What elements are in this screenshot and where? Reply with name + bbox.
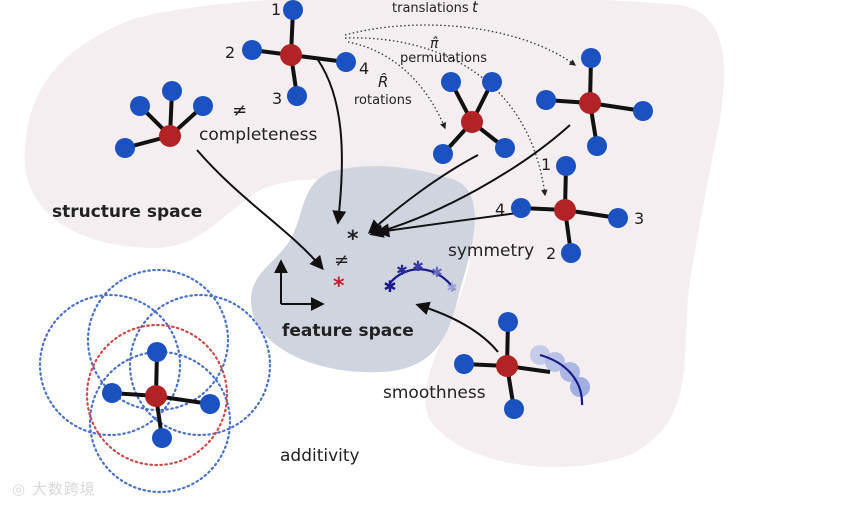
neq-symbol-top: ≠ — [232, 100, 247, 121]
arrow-right-molecule-to-feature — [369, 124, 571, 238]
arrow-smoothness-to-feature — [415, 301, 499, 353]
molecule-smooth — [454, 312, 551, 419]
watermark-logo-icon: ◎ — [12, 480, 27, 498]
curve-star-2: ✱ — [396, 263, 408, 279]
molecule-additive — [102, 342, 220, 448]
red-star: * — [333, 274, 345, 299]
curve-star-4: ✱ — [431, 265, 443, 281]
top-atom-2: 2 — [225, 43, 235, 62]
watermark-text: 大数跨境 — [31, 480, 96, 498]
right-atom-2: 2 — [546, 244, 556, 263]
molecule-permuted — [511, 156, 628, 263]
rotations-symbol: R̂ — [378, 72, 388, 91]
permutations-arrow — [344, 37, 548, 197]
ring-blue-2 — [128, 293, 272, 437]
smoothness-curve — [530, 345, 590, 406]
molecule-rotated — [433, 72, 515, 164]
arrows — [196, 59, 571, 353]
arrow-top-molecule-to-feature — [317, 59, 347, 225]
curve-star-5: ✱ — [447, 281, 458, 296]
curve-star-1: ✱ — [383, 277, 396, 296]
completeness-label: completeness — [199, 125, 317, 145]
watermark: ◎ 大数跨境 — [12, 478, 96, 499]
transform-arrows — [344, 24, 577, 197]
arrow-symmetry-molecule-to-feature — [375, 211, 526, 238]
feature-space-label: feature space — [282, 321, 414, 341]
black-star: * — [347, 227, 359, 252]
right-atom-4: 4 — [495, 200, 505, 219]
rotations-label: rotations — [354, 93, 412, 108]
molecule-translated — [536, 48, 653, 156]
molecule-left — [115, 81, 213, 158]
feature-axes — [274, 259, 325, 311]
top-atom-3: 3 — [272, 89, 282, 108]
feature-curve: ✱ ✱ ✱ ✱ ✱ — [383, 259, 457, 296]
translations-label: translations — [392, 1, 469, 16]
molecule-top — [242, 0, 356, 106]
right-atom-1: 1 — [541, 155, 551, 174]
ring-red — [85, 323, 229, 467]
structure-space-label: structure space — [52, 202, 202, 222]
neq-symbol-mid: ≠ — [334, 250, 349, 271]
symmetry-label: symmetry — [448, 241, 534, 261]
translations-symbol: t — [472, 0, 479, 16]
permutations-symbol: π̂ — [430, 36, 439, 52]
right-atom-3: 3 — [634, 209, 644, 228]
arrow-completeness-to-feature — [196, 149, 324, 271]
arrow-rot-molecule-to-feature — [367, 154, 479, 234]
smoothness-label: smoothness — [383, 383, 486, 403]
structure-space-region — [24, 0, 725, 468]
top-atom-1: 1 — [271, 0, 281, 19]
top-atom-4: 4 — [359, 59, 369, 78]
permutations-label: permutations — [400, 51, 487, 66]
ring-blue-1 — [38, 293, 182, 437]
curve-star-3: ✱ — [412, 259, 424, 275]
additivity-label: additivity — [280, 446, 360, 466]
